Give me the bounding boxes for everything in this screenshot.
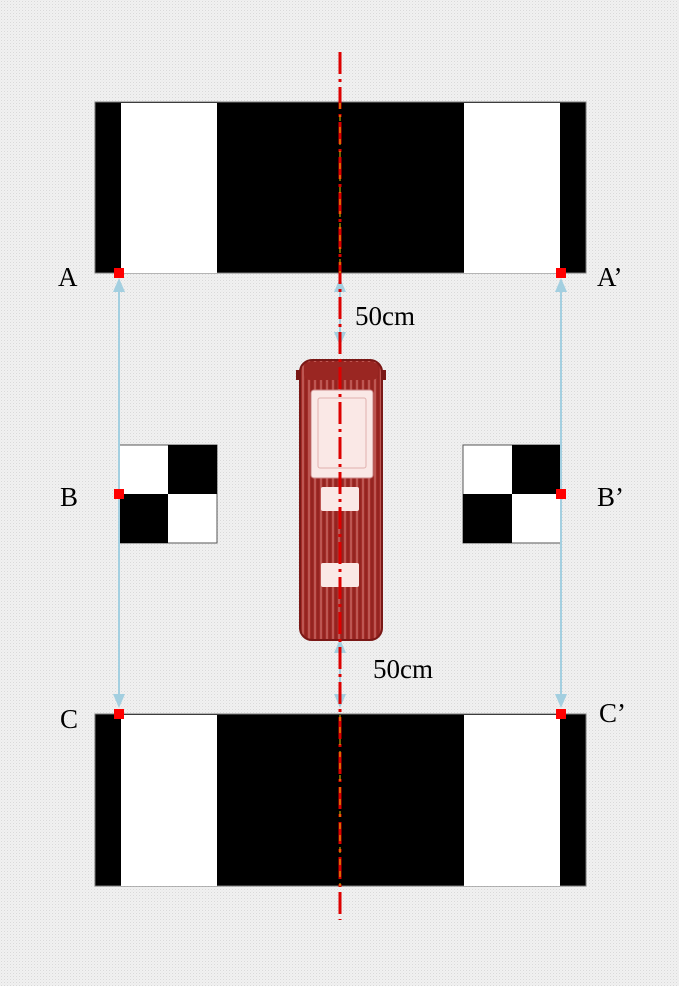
label-a: A [58, 262, 78, 292]
label-a-prime: A’ [597, 262, 623, 292]
marker-c-prime [556, 709, 566, 719]
marker-a-prime [556, 268, 566, 278]
vehicle-panel [321, 563, 359, 587]
board-white-stripe-left [121, 103, 217, 273]
marker-b-prime [556, 489, 566, 499]
reference-markers [114, 268, 566, 719]
marker-b [114, 489, 124, 499]
distance-label-top: 50cm [355, 301, 415, 331]
label-b: B [60, 482, 79, 512]
label-b-prime: B’ [597, 482, 624, 512]
left-checkerboard [118, 444, 218, 544]
board-white-stripe-right [464, 103, 560, 273]
right-checkerboard [462, 444, 562, 544]
label-c: C [60, 704, 79, 734]
marker-c [114, 709, 124, 719]
label-c-prime: C’ [599, 698, 626, 728]
board-white-stripe-right [464, 715, 560, 886]
distance-label-bottom: 50cm [373, 654, 433, 684]
vehicle-cabin [310, 389, 374, 479]
board-white-stripe-left [121, 715, 217, 886]
marker-a [114, 268, 124, 278]
